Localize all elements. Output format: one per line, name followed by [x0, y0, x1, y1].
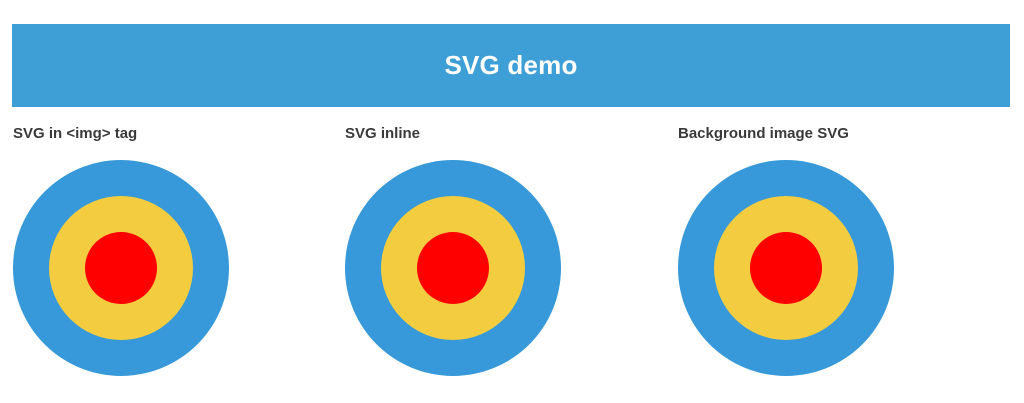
- column-background: Background image SVG: [678, 124, 998, 376]
- column-heading: SVG inline: [345, 125, 421, 142]
- target-icon: [13, 160, 229, 376]
- target-icon: [345, 160, 561, 376]
- column-heading: Background image SVG: [678, 125, 849, 142]
- column-img-tag: SVG in <img> tag: [13, 124, 333, 376]
- page-title: SVG demo: [444, 50, 578, 80]
- page-header: SVG demo: [12, 24, 1010, 107]
- column-inline: SVG inline: [345, 124, 665, 376]
- target-icon: [678, 160, 894, 376]
- column-heading: SVG in <img> tag: [13, 125, 138, 142]
